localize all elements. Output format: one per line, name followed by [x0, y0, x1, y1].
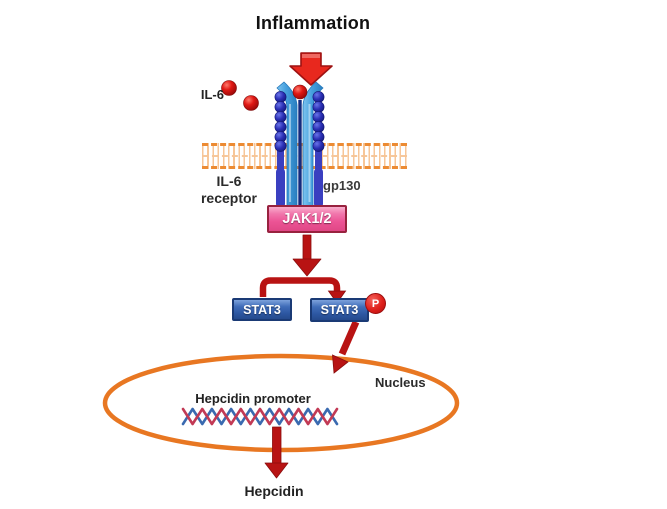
il6-receptor-label-line1: IL-6 [216, 173, 242, 189]
hepcidin-promoter-label: Hepcidin promoter [195, 391, 311, 406]
phospho-badge: P [365, 293, 386, 314]
il6-receptor-label: IL-6 receptor [183, 173, 275, 207]
inflammation-arrow-icon [289, 52, 333, 86]
nuclear-translocation-arrow-icon [332, 320, 360, 374]
il6-ligand-label: IL-6 [200, 87, 224, 102]
il6-ligand-icons [221, 80, 259, 111]
stat-activation-arrow-icon [259, 277, 347, 304]
hepcidin-output-label: Hepcidin [244, 483, 304, 499]
diagram-title: Inflammation [255, 13, 371, 33]
nucleus-label: Nucleus [375, 375, 426, 390]
stat3-phospho-box: STAT3 [310, 298, 369, 322]
stat3-box: STAT3 [232, 298, 292, 321]
gp130-label: gp130 [323, 178, 361, 193]
jak-stat-arrow-icon [292, 234, 322, 277]
hepcidin-output-arrow-icon [264, 426, 289, 479]
bound-il6-icon [292, 84, 308, 100]
receptor-complex-icon [274, 81, 325, 208]
il6-receptor-label-line2: receptor [200, 190, 258, 206]
dna-helix-icon [181, 407, 339, 426]
receptor-bead-columns [274, 91, 325, 152]
jak12-box: JAK1/2 [267, 205, 347, 233]
